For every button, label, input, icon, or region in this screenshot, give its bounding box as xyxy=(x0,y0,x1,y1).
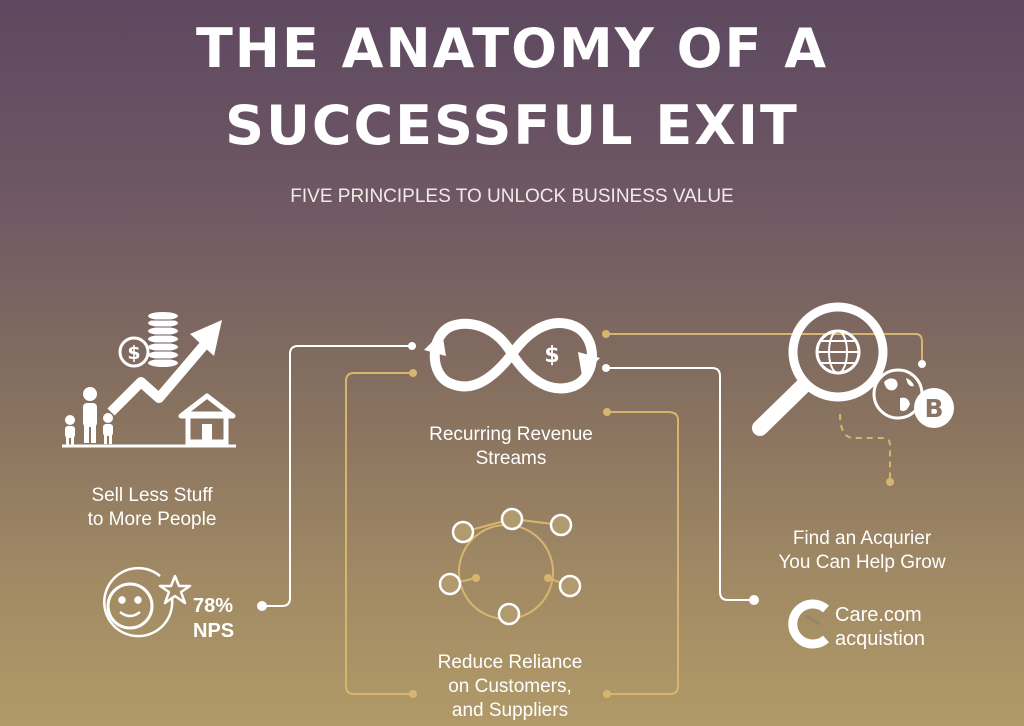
care-acquisition: Care.com acquistion xyxy=(835,603,960,651)
label-recurring-line-1: Recurring Revenue xyxy=(429,424,593,445)
label-find-acquirer: Find an Acqurier You Can Help Grow xyxy=(752,527,972,575)
label-find-line-1: Find an Acqurier xyxy=(792,528,932,549)
label-reduce-line-3: and Suppliers xyxy=(451,700,569,721)
connector-lines xyxy=(257,330,926,698)
subtitle: FIVE PRINCIPLES TO UNLOCK BUSINESS VALUE xyxy=(290,186,734,207)
title-line-1: THE ANATOMY OF A xyxy=(195,17,829,80)
smiley-star-icon xyxy=(103,566,192,638)
money-growth-icon: $ xyxy=(62,312,236,448)
connector-infinity-to-care xyxy=(606,367,752,601)
label-sell-line-1: Sell Less Stuff xyxy=(91,485,213,506)
infinity-dollar-sign: $ xyxy=(544,343,559,368)
care-name: Care.com xyxy=(835,604,922,626)
globe-b-letter: B xyxy=(924,394,943,423)
care-logo-icon xyxy=(788,599,829,649)
nps-label: NPS xyxy=(193,620,235,642)
dollar-coin-sign: $ xyxy=(127,342,140,364)
nps-value: 78% NPS xyxy=(193,594,253,644)
care-acquisition-label: acquistion xyxy=(835,628,926,650)
label-reduce-reliance: Reduce Reliance on Customers, and Suppli… xyxy=(400,651,620,723)
network-icon xyxy=(438,507,582,626)
label-recurring-revenue: Recurring Revenue Streams xyxy=(396,423,626,471)
label-recurring-line-2: Streams xyxy=(475,448,547,469)
connector-gold-right-loop xyxy=(607,411,679,695)
connector-gold-left-loop xyxy=(345,372,413,695)
nps-percent: 78% xyxy=(193,595,234,617)
label-reduce-line-1: Reduce Reliance xyxy=(437,652,583,673)
label-reduce-line-2: on Customers, xyxy=(448,676,572,697)
connector-dashed-globe xyxy=(839,413,891,478)
label-sell-line-2: to More People xyxy=(87,509,217,530)
infinity-dollar-icon: $ xyxy=(424,318,600,394)
label-find-line-2: You Can Help Grow xyxy=(778,552,946,573)
title-line-2: SUCCESSFUL EXIT xyxy=(225,94,799,157)
globe-b-icon: B xyxy=(872,368,954,428)
connector-infinity-to-globe xyxy=(606,333,923,360)
magnifier-globe-icon xyxy=(752,302,888,436)
label-sell-less-stuff: Sell Less Stuff to More People xyxy=(62,484,242,532)
connector-nps-to-infinity xyxy=(262,345,410,607)
